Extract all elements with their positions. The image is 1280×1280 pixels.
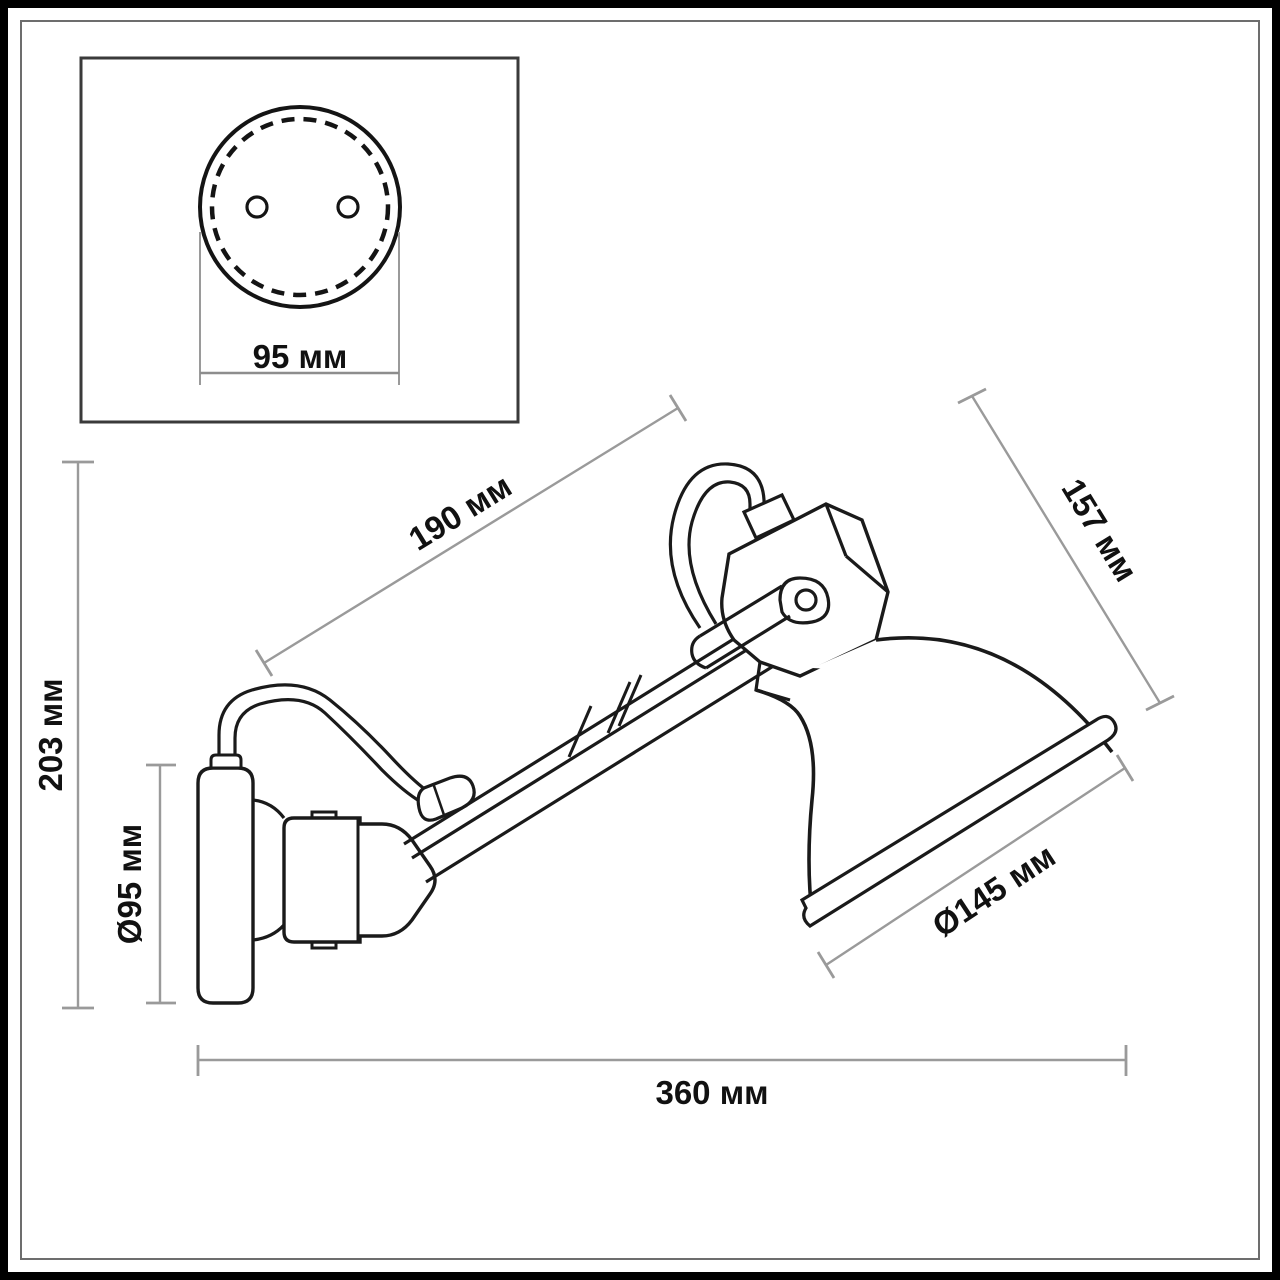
cable-clip <box>416 774 476 822</box>
arm-collar <box>567 674 643 758</box>
ball-joint-housing <box>252 798 437 950</box>
dimension-label-95mm: 95 мм <box>253 338 348 375</box>
wall-plate <box>196 753 255 1005</box>
mount-plate-dashed-circle <box>209 116 391 298</box>
mount-plate-top-view <box>198 105 402 309</box>
pivot-knob <box>690 576 831 670</box>
screw-hole-right <box>336 195 360 219</box>
mount-plate-outer-circle <box>198 105 402 309</box>
dimension-label-diameter-95mm: Ø95 мм <box>111 824 148 944</box>
screw-hole-left <box>245 195 269 219</box>
dimension-203mm: 203 мм <box>32 460 94 1010</box>
dome-shade <box>755 636 1118 928</box>
adjustable-arm <box>403 602 813 884</box>
power-cable-lower <box>217 683 431 804</box>
dimension-diameter-95mm: Ø95 мм <box>111 763 176 1005</box>
dimension-detail-95mm: 95 мм <box>199 232 400 385</box>
dimension-360mm: 360 мм <box>196 1045 1128 1111</box>
power-cable-upper <box>668 462 766 629</box>
dimension-label-203mm: 203 мм <box>32 678 69 791</box>
dimension-label-360mm: 360 мм <box>655 1074 768 1111</box>
